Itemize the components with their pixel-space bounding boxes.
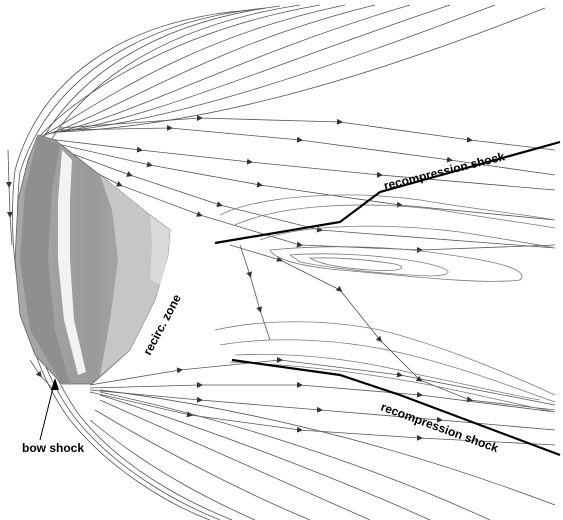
capsule [14, 134, 171, 385]
label-recompression-shock-lower: recompression shock [379, 400, 501, 456]
streamlines [5, 115, 556, 446]
recompression-shock-lower [231, 358, 561, 457]
label-bow-shock: bow shock [22, 441, 84, 455]
recompression-shock-upper [214, 140, 561, 245]
label-recompression-shock-upper: recompression shock [382, 149, 506, 193]
bow-shock-pointer-arrow-icon [39, 378, 59, 441]
wake-contours [214, 194, 556, 413]
